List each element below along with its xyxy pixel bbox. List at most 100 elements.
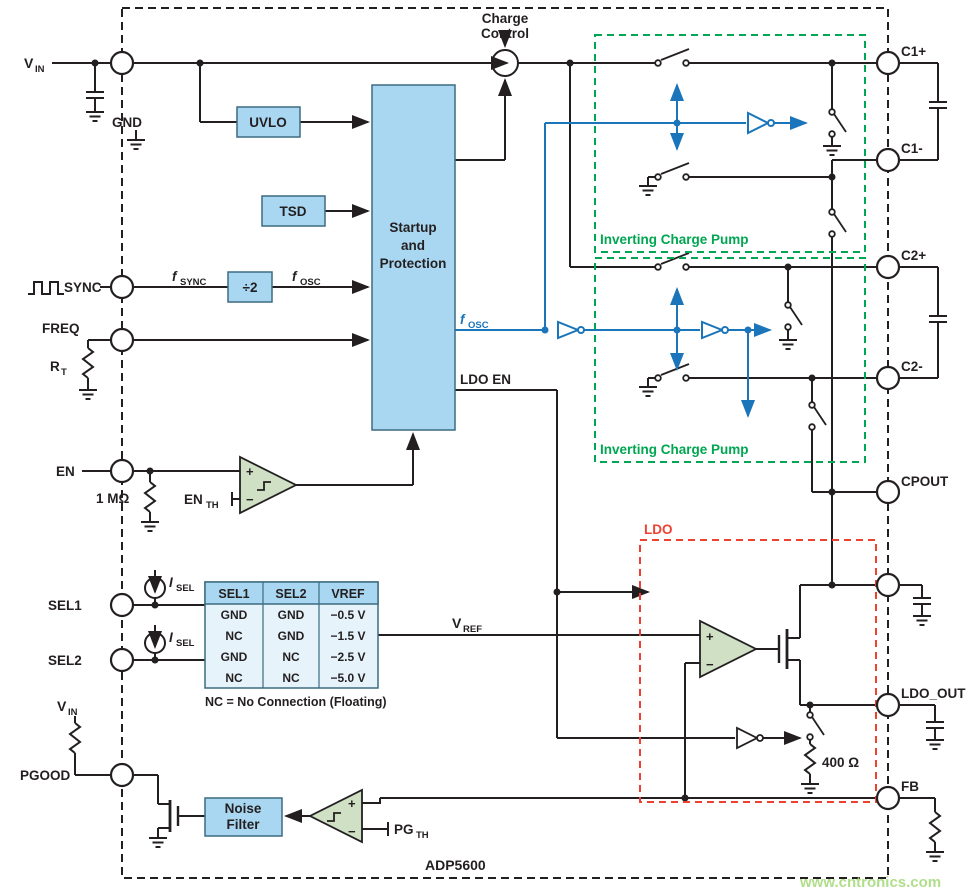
pin-cpout [875,479,901,505]
pin-ldo-in [875,572,901,598]
sel1-label: SEL1 [48,598,82,613]
charge-control-label-2: Control [481,26,529,41]
pg-th-label: PG [394,822,414,837]
noise-filter-block [204,797,283,837]
fsync-label: f [172,269,178,284]
pin-c1-minus [875,147,901,173]
ldo-amp-plus: + [706,629,714,644]
isel2-label: I [169,630,173,645]
divide-by-2-block [227,271,273,303]
pgood-label: PGOOD [20,768,71,783]
fosc-label: f [292,269,298,284]
pgood-comparator [307,788,363,844]
en-label: EN [56,464,75,479]
table-header-sel2: SEL2 [275,587,306,601]
vin-pullup-label: V [57,698,67,714]
pin-freq [109,327,135,353]
table-note: NC = No Connection (Floating) [205,695,387,709]
ldo-discharge-inverter [736,726,760,750]
pin-c2-minus [875,365,901,391]
pin-pgood [109,762,135,788]
ldo-out-label: LDO_OUT [901,686,966,701]
switches [654,48,847,741]
ldo-amp-minus: − [706,657,714,672]
freq-label: FREQ [42,321,80,336]
ldo-region [639,539,877,803]
isel1-label-sub: SEL [176,583,195,594]
table-cell: −5.0 V [330,671,365,685]
cpout-label: CPOUT [901,474,949,489]
inverting-charge-pump-2-label: Inverting Charge Pump [600,442,749,457]
ldo-error-amplifier [699,619,759,679]
startup-label-2: and [401,238,425,253]
chip-name: ADP5600 [425,857,486,873]
pin-sel2 [109,647,135,673]
table-cell: NC [225,629,243,643]
noise-filter-label-1: Noise [225,801,262,816]
watermark: www.cntronics.com [799,874,941,890]
uvlo-block [236,106,301,138]
c2-minus-label: C2- [901,359,923,374]
junction-dots-blue [541,119,752,334]
labels: V IN GND SYNC FREQ R T EN 1 MΩ EN TH SEL… [20,44,966,890]
function-blocks: UVLO TSD Startup and Protection ÷2 Noise… [204,11,529,837]
table-cell: −1.5 V [330,629,365,643]
chip-boundary [121,7,889,879]
vref-label: V [452,615,462,631]
startup-protection-block [371,84,456,431]
tsd-block [261,195,326,227]
pgood-comparator-plus: + [348,796,356,811]
ldo-label: LDO [644,522,673,537]
vref-select-table: SEL1 SEL2 VREF GND GND −0.5 V NC GND −1.… [204,581,387,709]
c1-plus-label: C1+ [901,44,926,59]
en-th-label: EN [184,492,203,507]
pin-sel1 [109,592,135,618]
table-cell: NC [225,671,243,685]
junction-dots [91,59,836,802]
pin-vin [109,50,135,76]
en-comparator-plus: + [246,464,254,479]
divide-by-2-label: ÷2 [243,280,258,295]
pin-sync [109,274,135,300]
pin-c1-plus [875,50,901,76]
noise-filter-label-2: Filter [226,817,260,832]
c2-plus-label: C2+ [901,248,926,263]
inverting-charge-pump-1-label: Inverting Charge Pump [600,232,749,247]
vin-pullup-label-sub: IN [68,707,78,718]
sync-label: SYNC [64,280,102,295]
en-comparator [239,455,299,515]
pin-en [109,458,135,484]
inverting-charge-pump-1-region [594,34,866,253]
en-th-label-sub: TH [206,500,219,511]
gnd-label: GND [112,115,142,130]
fosc-blue-label: f [460,312,466,327]
startup-label-1: Startup [389,220,436,235]
pin-fb [875,785,901,811]
analog-symbols: + − + − + − [144,455,764,844]
pgood-comparator-minus: − [348,824,356,839]
r-discharge-label: 400 Ω [822,755,859,770]
inverting-charge-pump-2-region [594,257,866,463]
en-comparator-minus: − [246,492,254,507]
tsd-label: TSD [280,204,307,219]
square-wave-icon [28,281,64,295]
table-cell: GND [278,629,305,643]
vin-label: V [24,55,34,71]
table-header-vref: VREF [331,587,365,601]
vin-label-sub: IN [35,64,45,75]
fosc-label-sub: OSC [300,277,321,288]
clock-network [455,83,808,418]
table-cell: GND [278,608,305,622]
table-cell: NC [282,650,300,664]
ldo-en-label: LDO EN [460,372,511,387]
pg-th-label-sub: TH [416,830,429,841]
rt-label: R [50,359,60,374]
r-en-label: 1 MΩ [96,491,130,506]
fsync-label-sub: SYNC [180,277,207,288]
fb-label: FB [901,779,919,794]
vref-label-sub: REF [463,624,482,635]
table-cell: −2.5 V [330,650,365,664]
table-cell: −0.5 V [330,608,365,622]
